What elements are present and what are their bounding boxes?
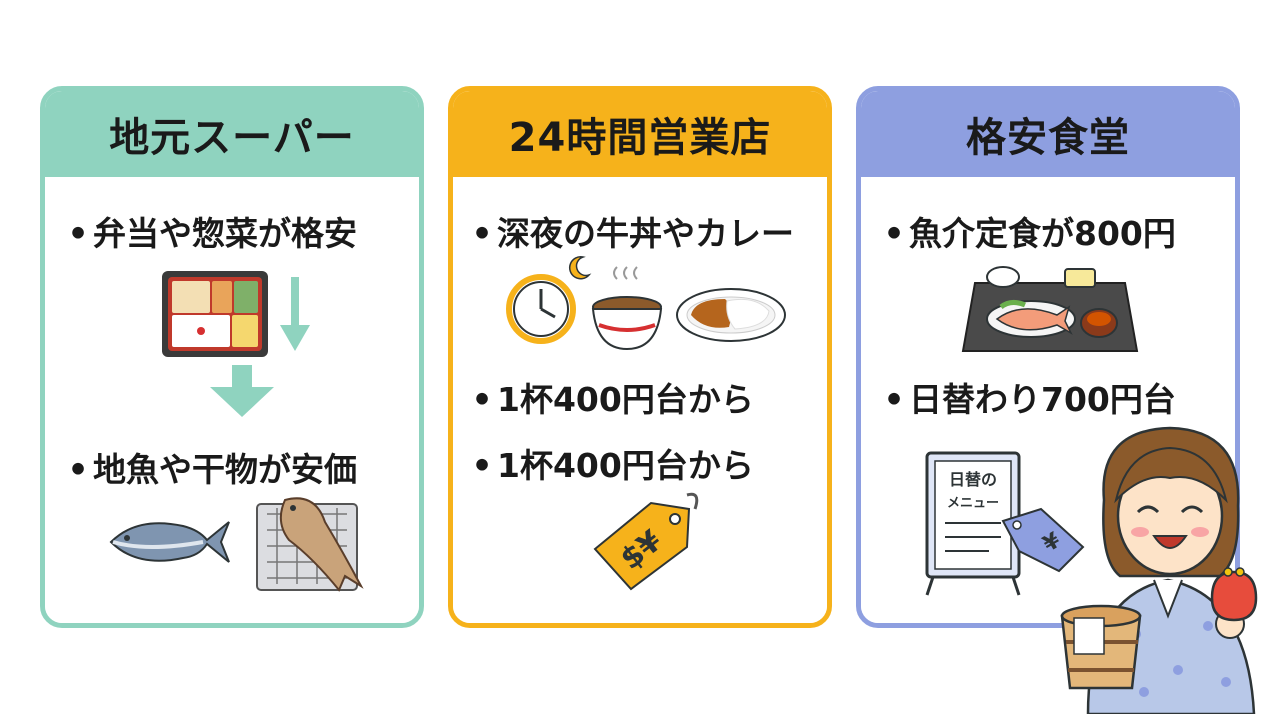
yen-tag-icon: ¥: [1001, 507, 1085, 573]
arrow-down-icon: [280, 277, 310, 351]
menu-board-line2: メニュー: [947, 496, 999, 511]
list-item: •日替わり700円台: [883, 380, 1176, 419]
card-local-supermarket: 地元スーパー •弁当や惣菜が格安 •地魚や干物が安価: [40, 86, 424, 628]
card-body: •弁当や惣菜が格安 •地魚や干物が安価: [45, 177, 419, 623]
list-item: •地魚や干物が安価: [67, 450, 357, 489]
moon-icon: [568, 256, 592, 280]
list-item: •弁当や惣菜が格安: [67, 214, 357, 253]
bento-icon: [162, 271, 268, 357]
dried-fish-icon: [256, 497, 364, 592]
gyudon-bowl-icon: [591, 266, 663, 351]
price-tag-icon: $¥: [593, 492, 699, 591]
item-label: 深夜の牛丼やカレー: [497, 214, 794, 253]
card-cheap-diner: 格安食堂 •魚介定食が800円 •日替わり700円台 日替の メニュー: [856, 86, 1240, 628]
fish-icon: [109, 521, 230, 563]
menu-board-line1: 日替の: [949, 470, 997, 489]
set-meal-tray-icon: [961, 266, 1139, 352]
item-label: 魚介定食が800円: [909, 214, 1176, 253]
woman-in-yukata-icon: [1060, 426, 1258, 714]
card-title: 格安食堂: [861, 91, 1235, 177]
item-label: 弁当や惣菜が格安: [93, 214, 357, 253]
list-item: •1杯400円台から: [471, 380, 754, 419]
card-title: 地元スーパー: [45, 91, 419, 177]
item-label: 日替わり700円台: [909, 380, 1176, 419]
list-item: •深夜の牛丼やカレー: [471, 214, 794, 253]
list-item: •1杯400円台から: [471, 446, 754, 485]
item-label: 1杯400円台から: [497, 380, 754, 419]
card-24h-store: 24時間営業店 •深夜の牛丼やカレー •1杯400円台から: [448, 86, 832, 628]
card-title: 24時間営業店: [453, 91, 827, 177]
clock-icon: [506, 274, 576, 344]
list-item: •魚介定食が800円: [883, 214, 1176, 253]
arrow-down-icon: [210, 365, 274, 417]
curry-plate-icon: [676, 288, 786, 342]
card-body: •深夜の牛丼やカレー •1杯400円台から •1杯400円台から: [453, 177, 827, 623]
item-label: 地魚や干物が安価: [93, 450, 357, 489]
item-label: 1杯400円台から: [497, 446, 754, 485]
